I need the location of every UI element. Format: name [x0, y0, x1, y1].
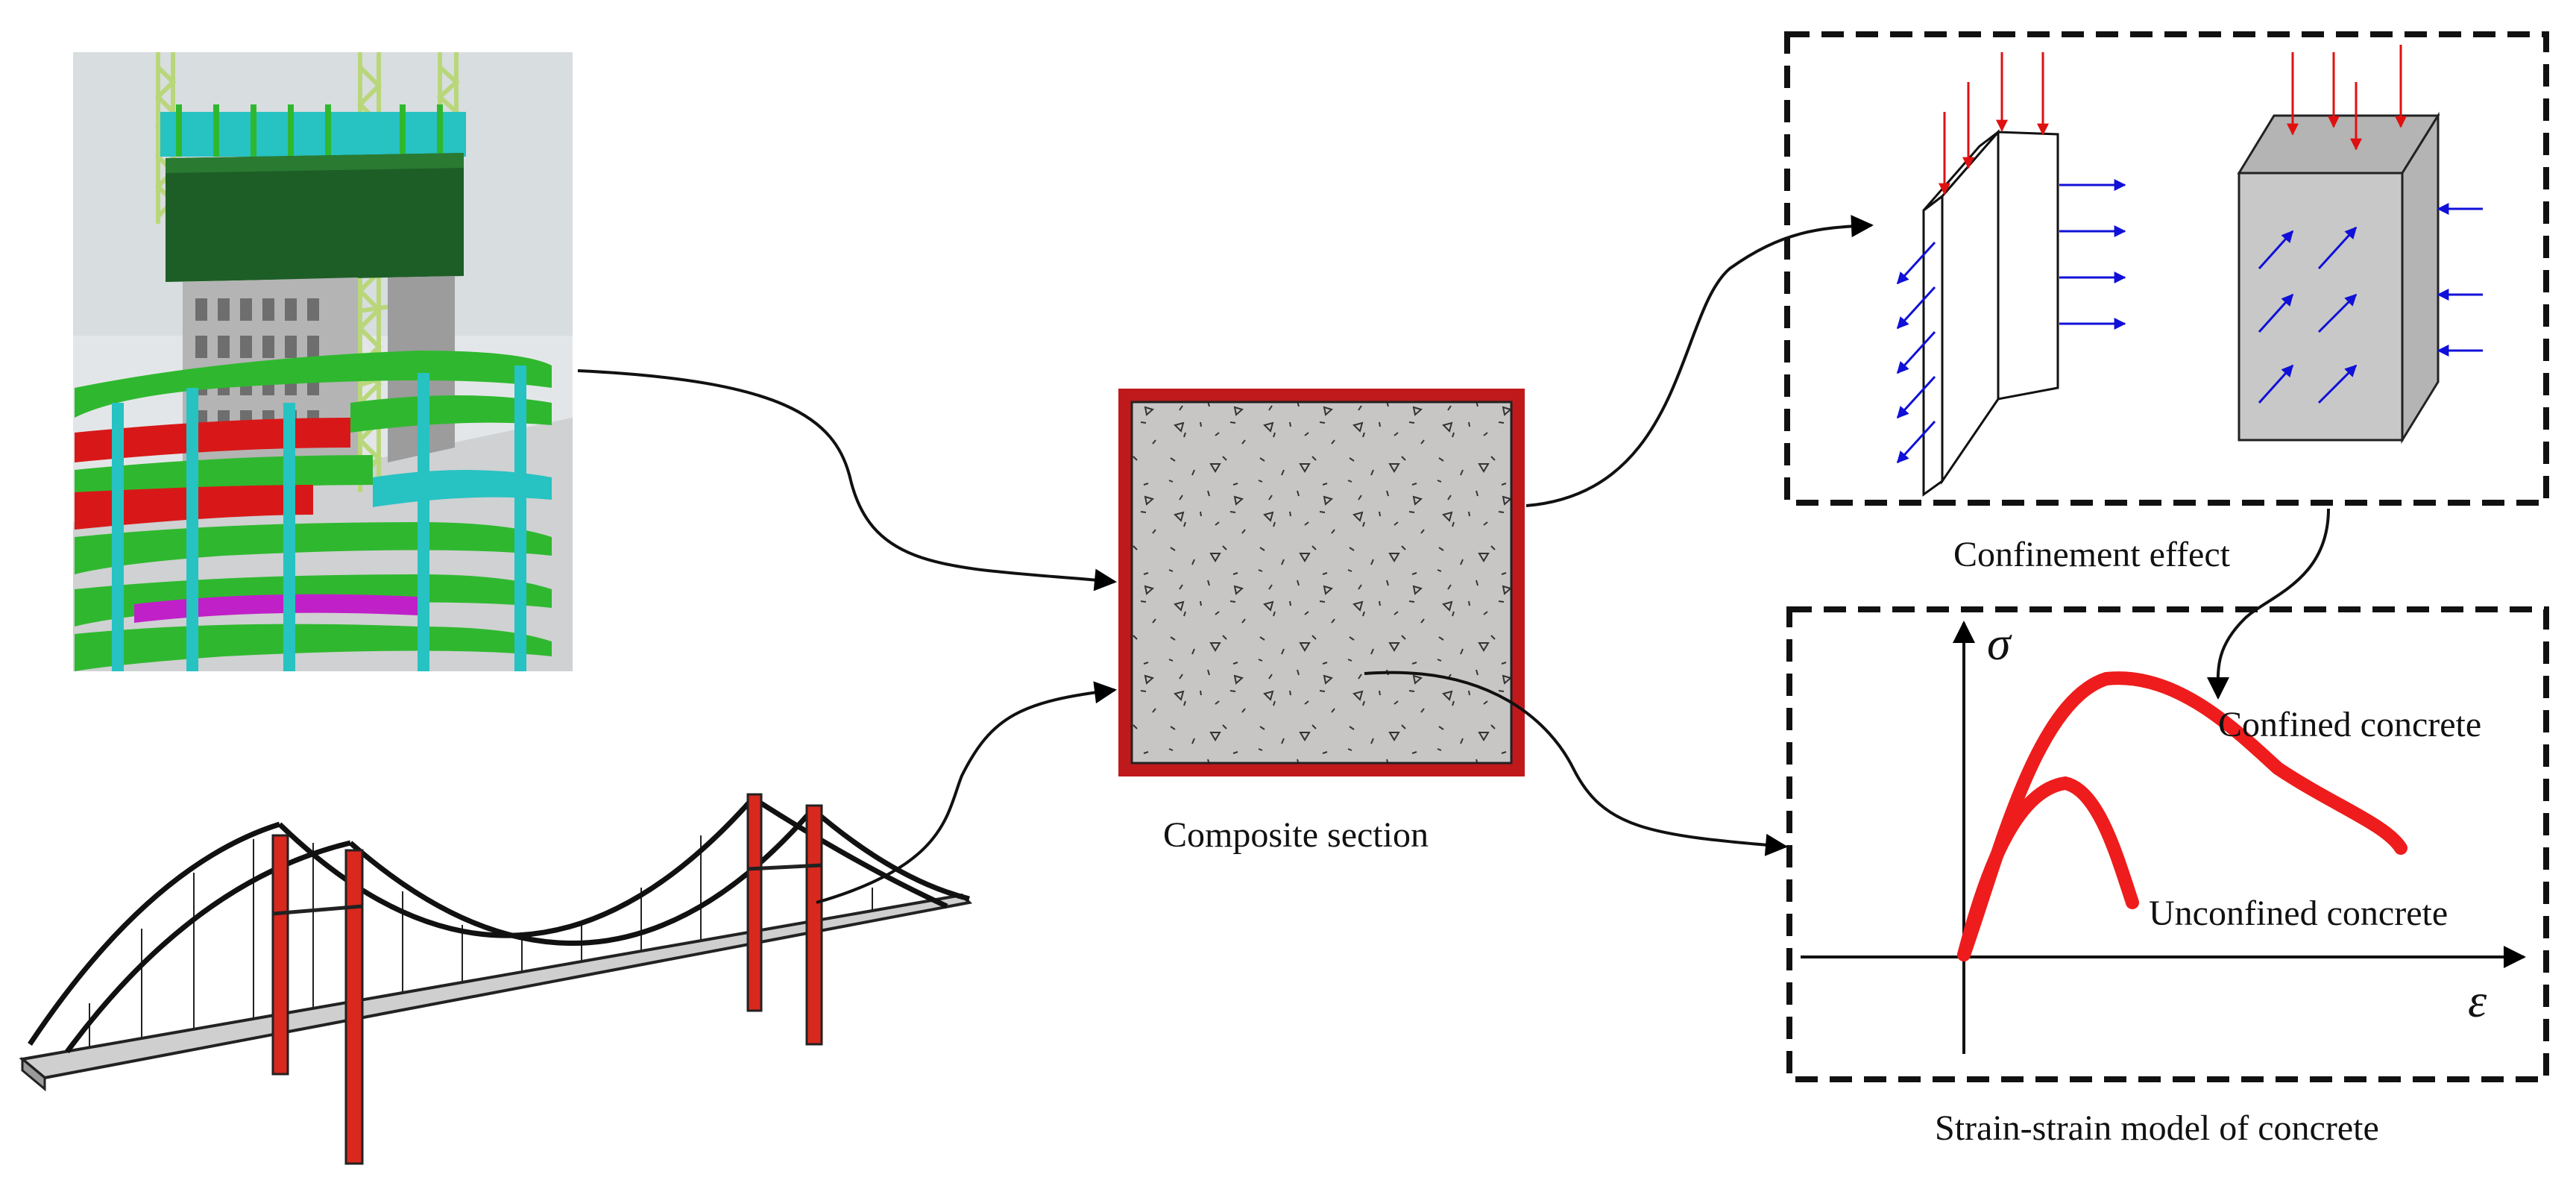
unconfined-curve: [1957, 776, 2139, 961]
stress-strain-model-label: Strain-strain model of concrete: [1935, 1108, 2379, 1148]
arrow-building-to-section: [577, 369, 1117, 591]
arrow-section-to-confinement: [1525, 215, 1874, 507]
stress-strain-box: [1786, 606, 2549, 1082]
arrow-section-to-model: [1364, 671, 1788, 856]
building-illustration: [73, 52, 573, 671]
arrow-bridge-to-section: [816, 681, 1117, 904]
confined-concrete-label: Confined concrete: [2218, 705, 2482, 744]
concrete-core-block-icon: [2237, 45, 2483, 445]
bridge-illustration: [19, 793, 973, 1165]
composite-section: [1118, 389, 1525, 776]
confinement-effect-box: [1784, 31, 2549, 506]
arrow-confinement-to-model: [2206, 508, 2330, 700]
steel-tube-wall-icon: [1896, 52, 2126, 497]
unconfined-concrete-label: Unconfined concrete: [2149, 894, 2449, 933]
composite-section-label: Composite section: [1163, 815, 1429, 855]
connector-arrows: [577, 215, 2330, 904]
confinement-effect-label: Confinement effect: [1953, 535, 2230, 574]
sigma-axis-symbol: σ: [1987, 617, 2011, 670]
epsilon-axis-symbol: ε: [2468, 974, 2487, 1027]
